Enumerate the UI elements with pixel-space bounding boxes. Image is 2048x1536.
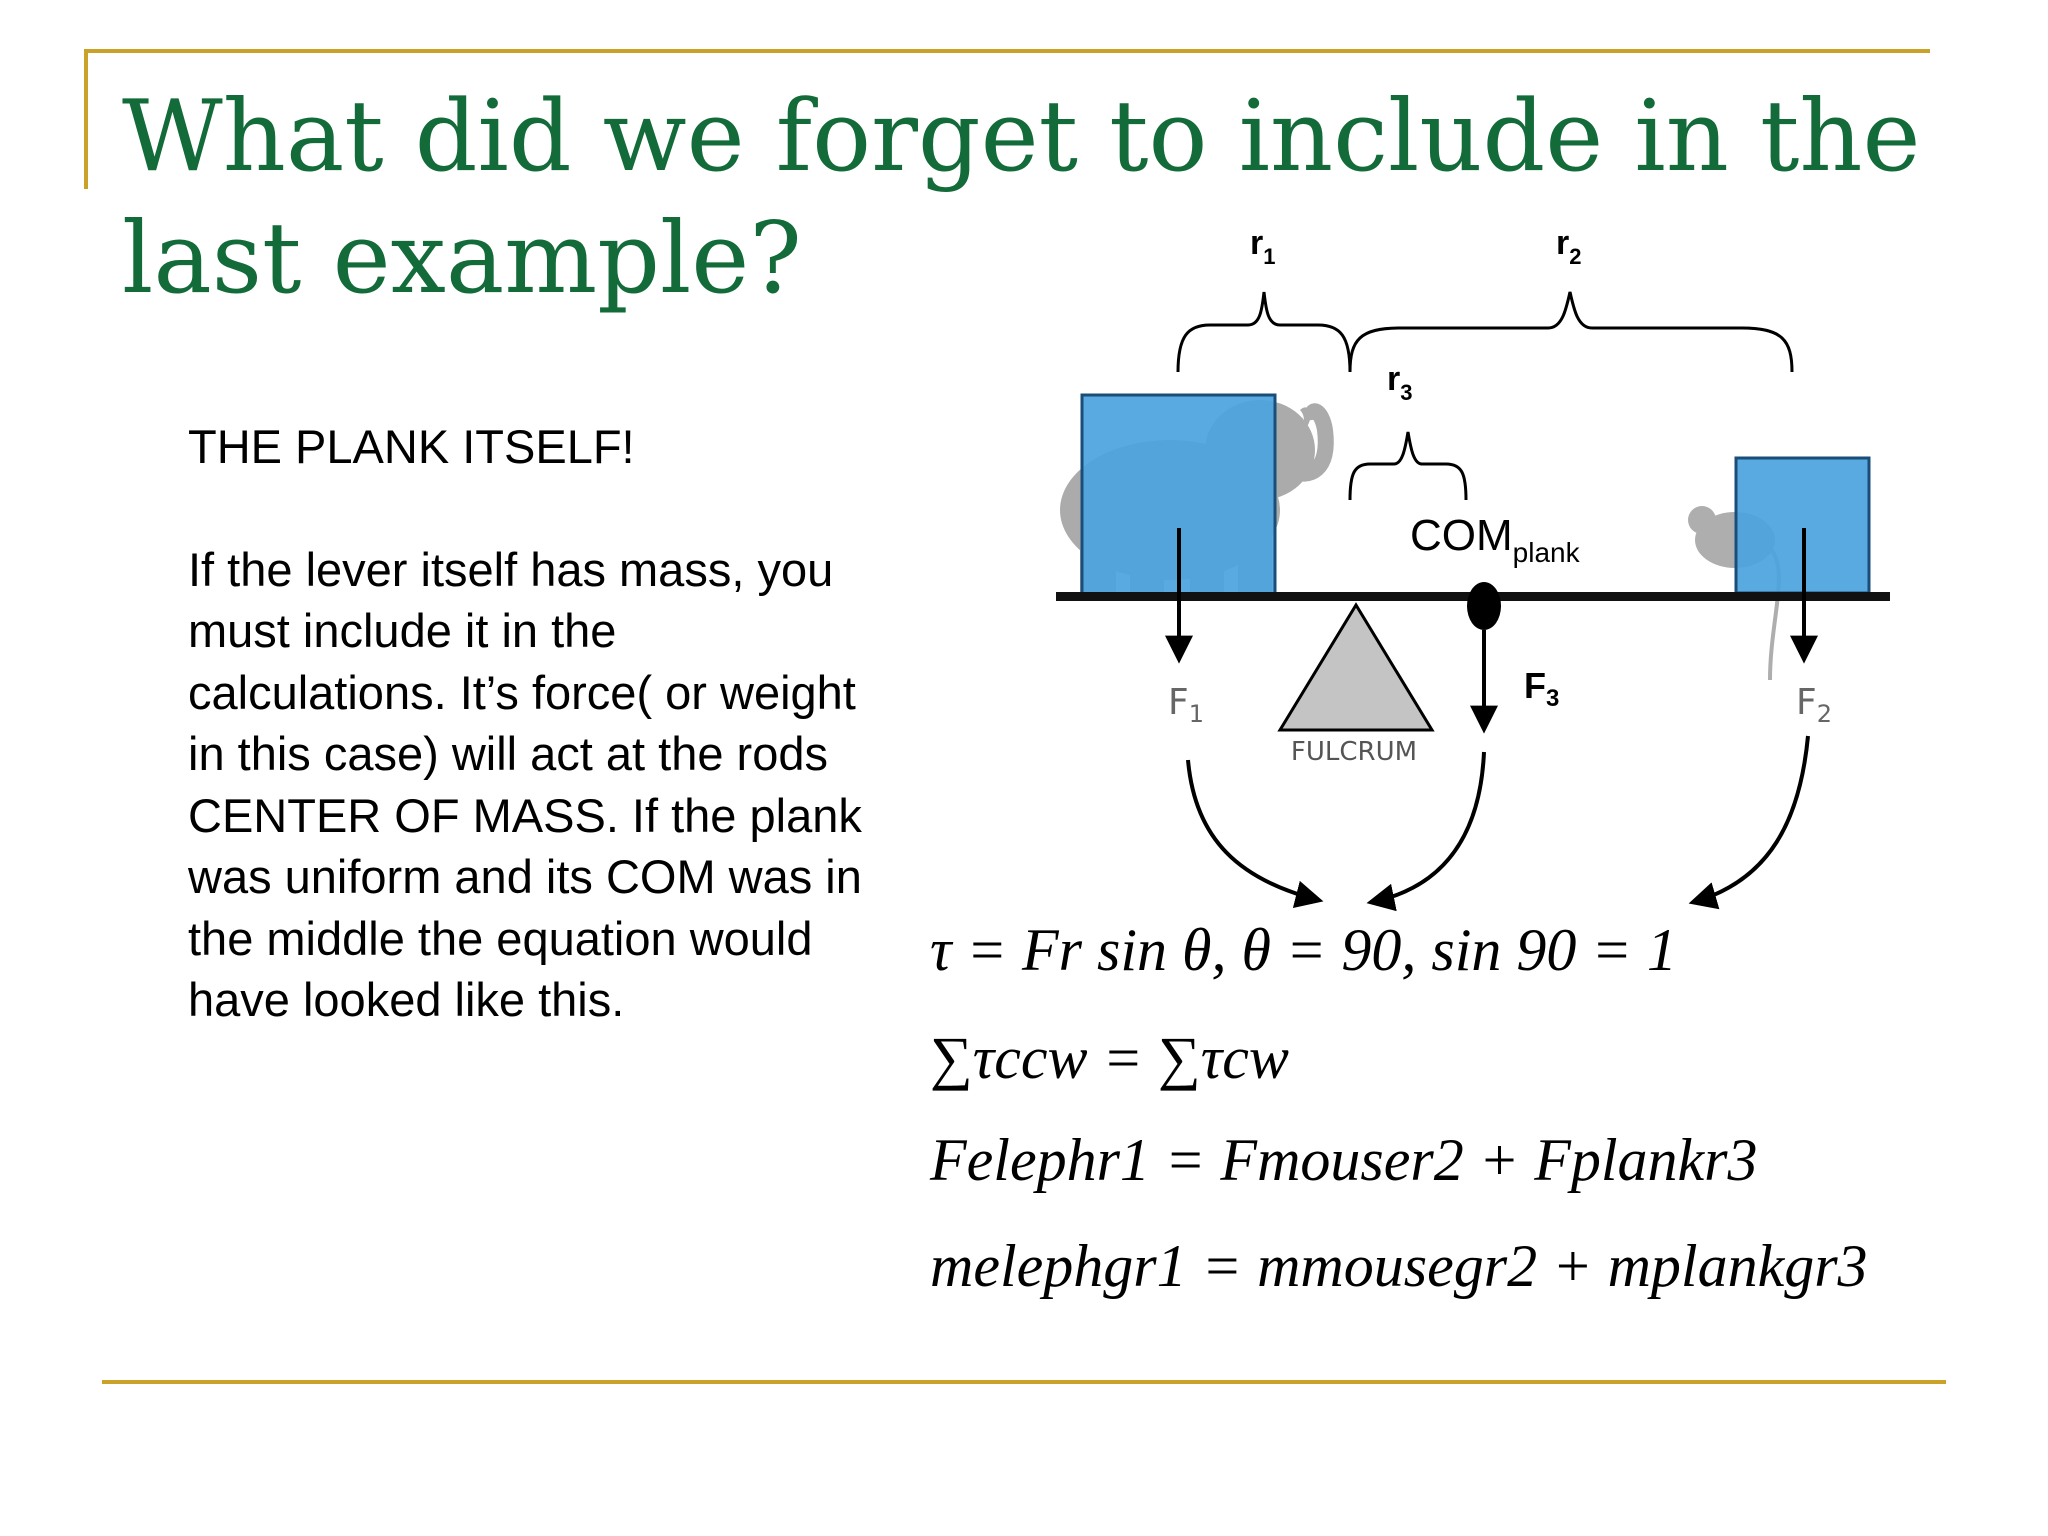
r3-label: r3 xyxy=(1387,360,1412,405)
f1-label: F1 xyxy=(1168,682,1204,728)
paragraph-text: If the lever itself has mass, you must i… xyxy=(188,542,862,1027)
r2-brace xyxy=(1348,291,1794,373)
equation-1: τ = Fr sin θ, θ = 90, sin 90 = 1 xyxy=(930,917,1677,983)
slide-title: What did we forget to include in the las… xyxy=(122,80,1921,316)
r2-label: r2 xyxy=(1556,224,1581,269)
f1-torque-arrow xyxy=(1186,759,1324,908)
f2-torque-arrow xyxy=(1688,735,1810,910)
equation-2: ∑τccw = ∑τcw xyxy=(930,1025,1289,1091)
r1-label: r1 xyxy=(1250,224,1275,269)
equation-4: melephgr1 = mmousegr2 + mplankgr3 xyxy=(930,1233,1868,1299)
r3-brace xyxy=(1348,431,1468,501)
top-rule xyxy=(84,49,1930,53)
body-text: THE PLANK ITSELF! If the lever itself ha… xyxy=(188,416,888,1031)
f3-torque-arrow xyxy=(1366,751,1486,912)
fulcrum-label: FULCRUM xyxy=(1291,737,1417,767)
lead-text: THE PLANK ITSELF! xyxy=(188,420,635,473)
f3-label: F3 xyxy=(1524,665,1559,712)
f2-label: F2 xyxy=(1796,682,1832,728)
left-rule xyxy=(84,49,88,189)
com-label: COMplank xyxy=(1410,511,1581,568)
r1-brace xyxy=(1176,291,1352,373)
fulcrum xyxy=(1277,602,1435,732)
com-marker xyxy=(1467,582,1501,630)
bottom-rule xyxy=(102,1380,1946,1384)
equation-3: Felephr1 = Fmouser2 + Fplankr3 xyxy=(930,1127,1758,1193)
